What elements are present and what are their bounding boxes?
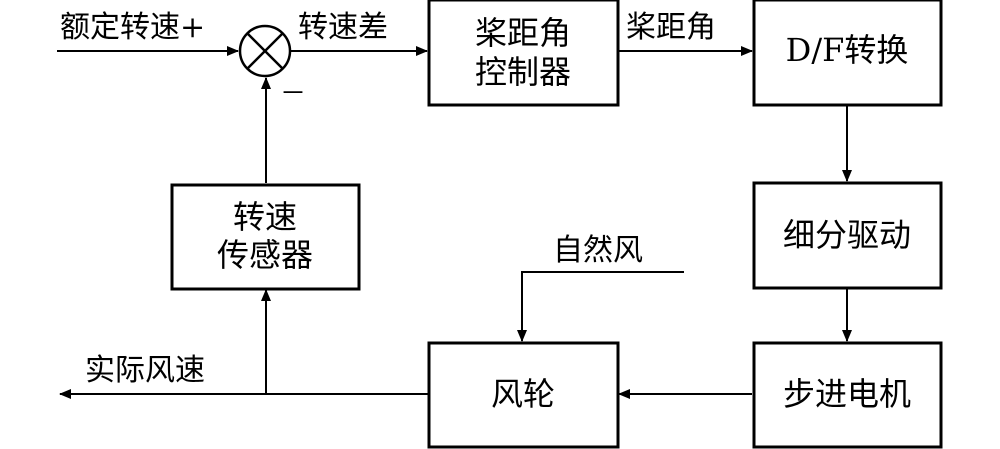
summing-junction <box>238 24 292 78</box>
label-minus-sign: － <box>280 79 306 109</box>
block-pitch-controller: 桨距角 控制器 <box>427 0 620 107</box>
block-df-convert-label: D/F转换 <box>786 31 909 69</box>
block-subdivision-drive-label: 细分驱动 <box>783 216 911 254</box>
block-rotor-label: 风轮 <box>491 375 555 413</box>
label-rated-speed: 额定转速+ <box>60 10 205 45</box>
block-stepper-motor-label: 步进电机 <box>783 375 911 413</box>
label-natural-wind: 自然风 <box>553 233 643 268</box>
block-speed-sensor-line-2: 传感器 <box>217 236 313 274</box>
block-stepper-motor: 步进电机 <box>752 341 943 449</box>
block-speed-sensor-line-1: 转速 <box>233 198 297 236</box>
block-pitch-controller-line-1: 桨距角 <box>475 14 571 52</box>
block-rotor: 风轮 <box>427 341 620 449</box>
block-pitch-controller-line-2: 控制器 <box>475 53 571 91</box>
label-actual-wind-speed: 实际风速 <box>85 353 205 388</box>
block-speed-sensor: 转速 传感器 <box>170 183 361 291</box>
label-pitch-angle: 桨距角 <box>626 10 716 45</box>
block-df-convert: D/F转换 <box>752 0 943 107</box>
block-subdivision-drive: 细分驱动 <box>752 181 943 290</box>
natural-wind-arrow <box>517 271 684 342</box>
label-speed-error: 转速差 <box>298 10 388 45</box>
